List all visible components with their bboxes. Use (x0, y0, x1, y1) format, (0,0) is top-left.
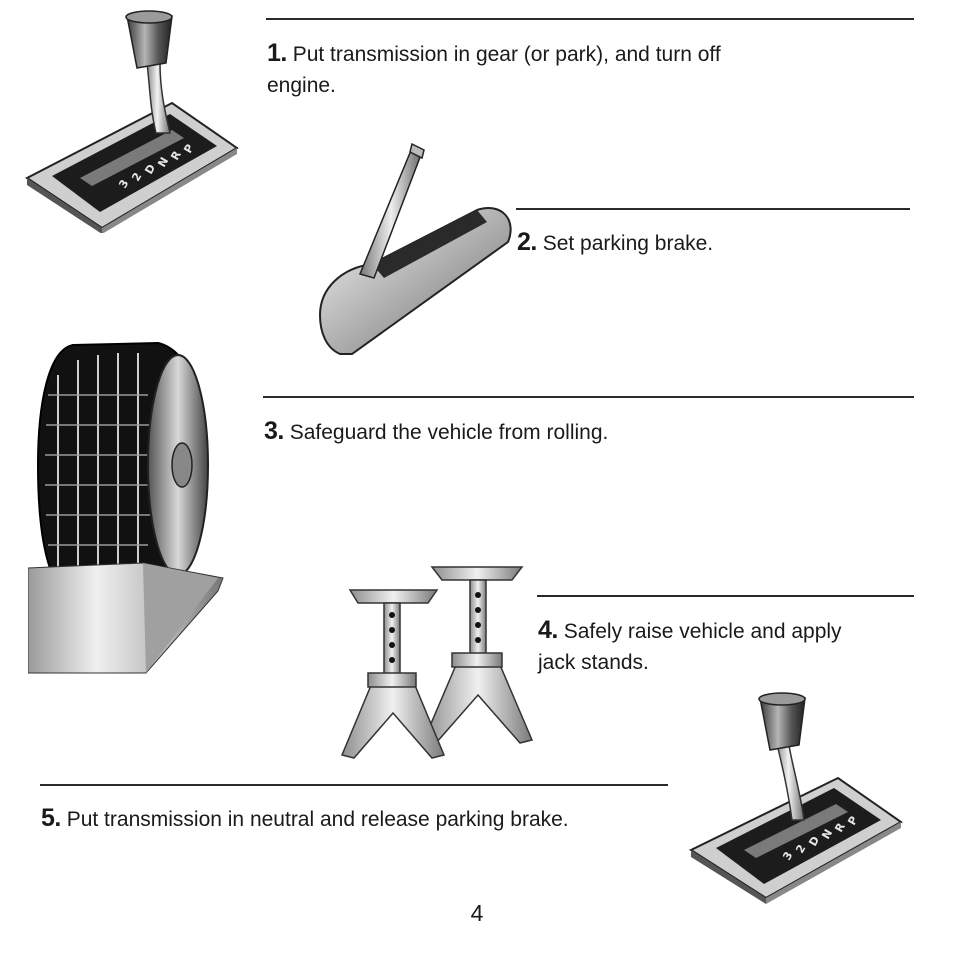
step-number: 3. (264, 417, 284, 445)
tire-chock-illustration (28, 341, 224, 674)
divider-step-1 (266, 18, 914, 20)
step-number: 1. (267, 39, 287, 67)
divider-step-2 (516, 208, 910, 210)
step-text: Put transmission in gear (or park), and … (267, 43, 721, 97)
step-number: 2. (517, 228, 537, 256)
step-number: 4. (538, 616, 558, 644)
step-text: Safeguard the vehicle from rolling. (289, 421, 609, 444)
step-2: 2. Set parking brake. (517, 227, 897, 259)
step-4: 4. Safely raise vehicle and apply jack s… (538, 615, 848, 678)
jack-stands-illustration (340, 566, 534, 759)
step-5: 5. Put transmission in neutral and relea… (41, 803, 681, 835)
step-text: Set parking brake. (542, 232, 714, 255)
step-1: 1. Put transmission in gear (or park), a… (267, 38, 737, 101)
gear-shifter-illustration: P R N D 2 3 (25, 10, 239, 233)
page-number: 4 (470, 900, 484, 926)
divider-step-4 (537, 595, 914, 597)
step-text: Safely raise vehicle and apply jack stan… (538, 620, 842, 674)
parking-brake-illustration (318, 142, 512, 355)
gear-shifter-neutral-illustration: P R N D 2 3 (688, 692, 903, 904)
step-number: 5. (41, 804, 61, 832)
divider-step-5 (40, 784, 668, 786)
step-3: 3. Safeguard the vehicle from rolling. (264, 416, 904, 448)
step-text: Put transmission in neutral and release … (66, 808, 569, 831)
divider-step-3 (263, 396, 914, 398)
